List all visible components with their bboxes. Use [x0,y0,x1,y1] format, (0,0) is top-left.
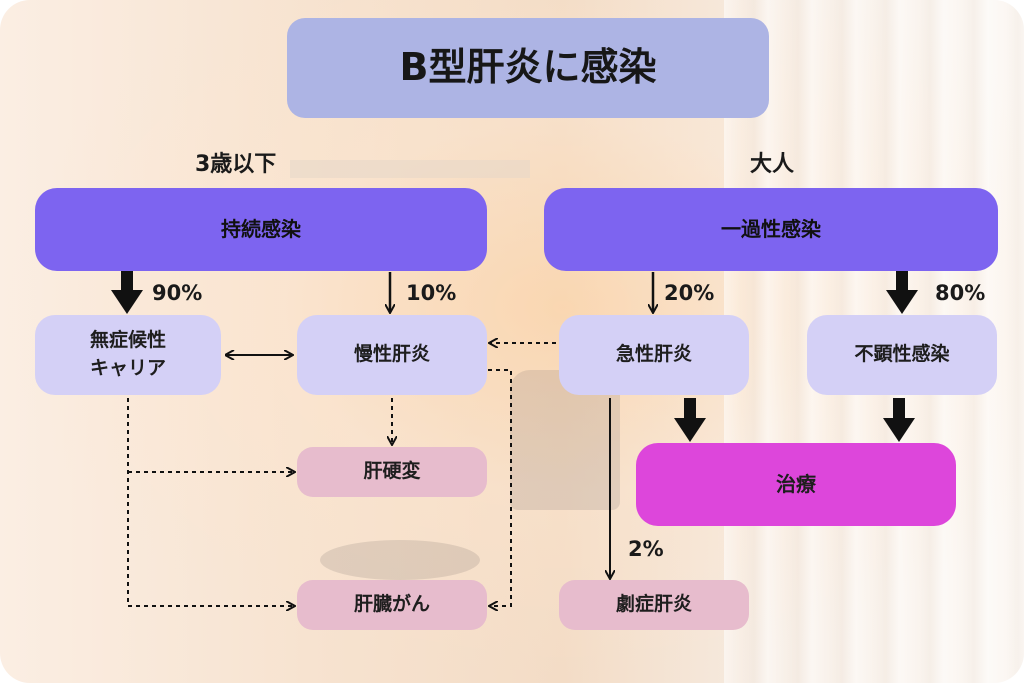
pct-chronic: 10% [406,281,457,305]
node-liver-cancer: 肝臓がん [297,580,487,630]
node-fulminant-hepatitis: 劇症肝炎 [559,580,749,630]
pct-inapparent: 80% [935,281,986,305]
node-inapparent-infection: 不顕性感染 [807,315,997,395]
node-persistent-infection: 持続感染 [35,188,487,271]
node-treatment: 治療 [636,443,956,526]
node-chronic-hepatitis: 慢性肝炎 [297,315,487,395]
arrow-acute-to-treatment [674,398,706,442]
background-stool [320,540,480,580]
dotted-chronic-to-cancer [488,369,512,606]
label-adult: 大人 [750,152,795,177]
pct-carrier: 90% [152,281,203,305]
pct-fulminant: 2% [628,537,664,561]
pct-acute: 20% [664,281,715,305]
label-under-3: 3歳以下 [195,152,277,177]
arrow-to-inapparent [886,270,918,314]
page-title: B型肝炎に感染 [287,18,769,118]
background-shelf [290,160,530,178]
arrow-to-carrier [111,270,143,314]
node-cirrhosis: 肝硬変 [297,447,487,497]
node-transient-infection: 一過性感染 [544,188,998,271]
arrow-inapparent-to-treatment [883,398,915,442]
node-acute-hepatitis: 急性肝炎 [559,315,749,395]
node-asymptomatic-carrier: 無症候性 キャリア [35,315,221,395]
